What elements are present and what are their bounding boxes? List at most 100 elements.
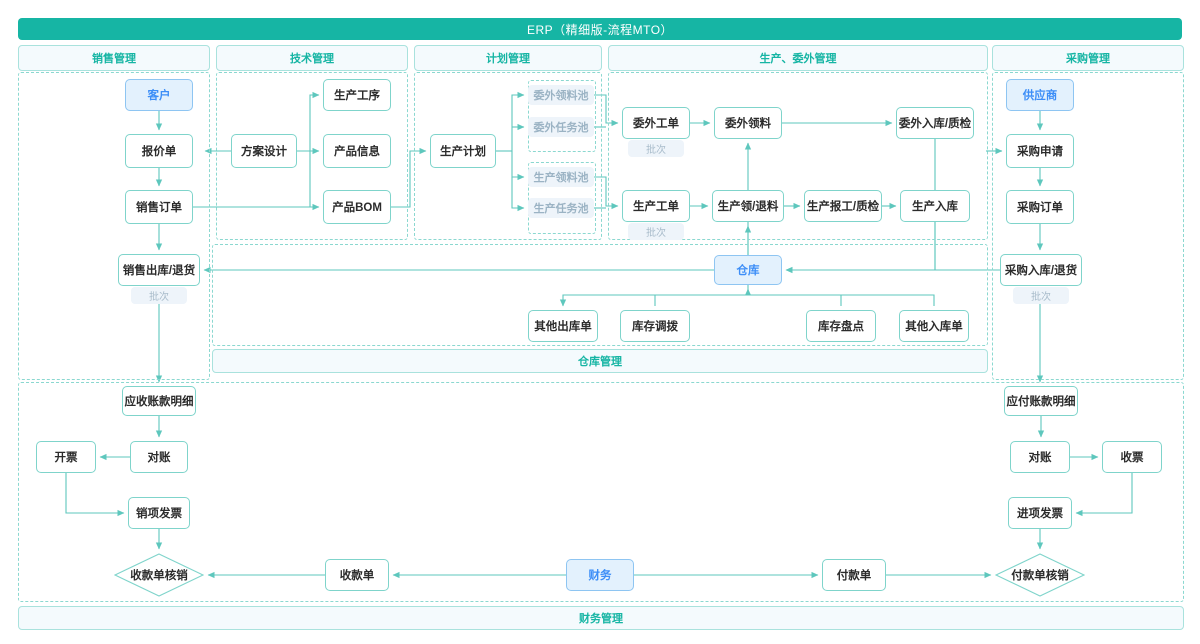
badge-label: 批次 xyxy=(646,145,666,156)
page-title: ERP（精细版-流程MTO） xyxy=(18,18,1182,40)
section-bar-label: 仓库管理 xyxy=(578,356,622,368)
node-stock-count[interactable]: 库存盘点 xyxy=(806,310,876,342)
node-production-inbound[interactable]: 生产入库 xyxy=(900,190,970,222)
diamond-shape xyxy=(114,553,204,597)
column-header-label: 采购管理 xyxy=(1066,53,1110,65)
node-label: 委外领料池 xyxy=(533,90,589,102)
node-label: 对账 xyxy=(1028,452,1052,464)
node-label: 库存盘点 xyxy=(818,321,864,333)
node-payment-writeoff[interactable]: 付款单核销 xyxy=(995,553,1085,597)
column-header-2[interactable]: 计划管理 xyxy=(414,45,602,71)
batch-badge-purchase: 批次 xyxy=(1013,287,1069,304)
node-outsource-workorder[interactable]: 委外工单 xyxy=(622,107,690,139)
node-receipt-note[interactable]: 收款单 xyxy=(325,559,389,591)
node-label: 付款单 xyxy=(836,570,872,582)
batch-badge-prod: 批次 xyxy=(628,223,684,240)
node-label: 生产任务池 xyxy=(533,203,589,215)
node-label: 采购订单 xyxy=(1017,202,1063,214)
node-product-bom[interactable]: 产品BOM xyxy=(323,190,391,224)
node-supplier[interactable]: 供应商 xyxy=(1006,79,1074,111)
node-purchase-order[interactable]: 采购订单 xyxy=(1006,190,1074,224)
column-header-0[interactable]: 销售管理 xyxy=(18,45,210,71)
node-quotation[interactable]: 报价单 xyxy=(125,134,193,168)
node-purchase-request[interactable]: 采购申请 xyxy=(1006,134,1074,168)
node-warehouse[interactable]: 仓库 xyxy=(714,255,782,285)
finance-zone xyxy=(18,382,1184,602)
column-header-3[interactable]: 生产、委外管理 xyxy=(608,45,988,71)
page-title-text: ERP（精细版-流程MTO） xyxy=(526,22,674,37)
node-label: 委外入库/质检 xyxy=(898,118,972,130)
column-header-label: 销售管理 xyxy=(92,53,136,65)
node-production-plan[interactable]: 生产计划 xyxy=(430,134,496,168)
node-other-inbound[interactable]: 其他入库单 xyxy=(899,310,969,342)
node-input-invoice[interactable]: 进项发票 xyxy=(1008,497,1072,529)
node-pool-prod-task[interactable]: 生产任务池 xyxy=(528,198,594,218)
purchase-zone xyxy=(992,72,1184,380)
node-label: 委外任务池 xyxy=(533,122,589,134)
node-label: 供应商 xyxy=(1022,90,1058,102)
section-bar-warehouse[interactable]: 仓库管理 xyxy=(212,349,988,373)
node-invoicing[interactable]: 开票 xyxy=(36,441,96,473)
node-label: 开票 xyxy=(54,452,78,464)
node-other-outbound[interactable]: 其他出库单 xyxy=(528,310,598,342)
node-payable-detail[interactable]: 应付账款明细 xyxy=(1004,386,1078,416)
node-label: 其他出库单 xyxy=(534,321,592,333)
column-header-label: 生产、委外管理 xyxy=(759,53,837,65)
node-label: 对账 xyxy=(147,452,171,464)
node-receive-invoice[interactable]: 收票 xyxy=(1102,441,1162,473)
batch-badge-sales: 批次 xyxy=(131,287,187,304)
node-production-picking[interactable]: 生产领/退料 xyxy=(712,190,784,222)
plan-sub-top xyxy=(528,80,596,152)
column-header-4[interactable]: 采购管理 xyxy=(992,45,1184,71)
column-header-1[interactable]: 技术管理 xyxy=(216,45,408,71)
node-label: 采购申请 xyxy=(1017,146,1063,158)
node-label: 进项发票 xyxy=(1017,508,1063,520)
node-label: 其他入库单 xyxy=(905,321,963,333)
node-sales-outbound[interactable]: 销售出库/退货 xyxy=(118,254,200,286)
tech-zone xyxy=(216,72,408,240)
node-stock-transfer[interactable]: 库存调拨 xyxy=(620,310,690,342)
node-label: 生产入库 xyxy=(912,201,958,213)
node-pool-prod-material[interactable]: 生产领料池 xyxy=(528,167,594,187)
node-customer[interactable]: 客户 xyxy=(125,79,193,111)
diamond-label: 收款单核销 xyxy=(130,570,188,582)
node-reconcile-ar[interactable]: 对账 xyxy=(130,441,188,473)
node-label: 财务 xyxy=(588,570,612,582)
node-label: 委外工单 xyxy=(633,118,679,130)
prod-zone xyxy=(608,72,988,240)
node-product-info[interactable]: 产品信息 xyxy=(323,134,391,168)
section-bar-finance[interactable]: 财务管理 xyxy=(18,606,1184,630)
diamond-shape xyxy=(995,553,1085,597)
node-label: 客户 xyxy=(147,90,171,102)
node-label: 库存调拨 xyxy=(632,321,678,333)
node-purchase-inbound[interactable]: 采购入库/退货 xyxy=(1000,254,1082,286)
warehouse-zone xyxy=(212,244,988,346)
node-label: 生产工单 xyxy=(633,201,679,213)
node-finance-hub[interactable]: 财务 xyxy=(566,559,634,591)
node-payment-note[interactable]: 付款单 xyxy=(822,559,886,591)
node-label: 报价单 xyxy=(141,146,177,158)
node-pool-out-task[interactable]: 委外任务池 xyxy=(528,117,594,137)
node-label: 采购入库/退货 xyxy=(1004,265,1078,277)
node-reconcile-ap[interactable]: 对账 xyxy=(1010,441,1070,473)
plan-zone xyxy=(414,72,602,240)
node-receivable-detail[interactable]: 应收账款明细 xyxy=(122,386,196,416)
node-production-workorder[interactable]: 生产工单 xyxy=(622,190,690,222)
diamond-label: 付款单核销 xyxy=(1011,570,1069,582)
node-pool-out-material[interactable]: 委外领料池 xyxy=(528,85,594,105)
node-sales-order[interactable]: 销售订单 xyxy=(125,190,193,224)
badge-label: 批次 xyxy=(1031,292,1051,303)
node-output-invoice[interactable]: 销项发票 xyxy=(128,497,190,529)
node-production-process[interactable]: 生产工序 xyxy=(323,79,391,111)
node-label: 应收账款明细 xyxy=(124,396,194,408)
node-production-report[interactable]: 生产报工/质检 xyxy=(804,190,882,222)
node-scheme-design[interactable]: 方案设计 xyxy=(231,134,297,168)
node-receipt-writeoff[interactable]: 收款单核销 xyxy=(114,553,204,597)
node-outsource-picking[interactable]: 委外领料 xyxy=(714,107,782,139)
node-outsource-inbound[interactable]: 委外入库/质检 xyxy=(896,107,974,139)
sales-zone xyxy=(18,72,210,380)
node-label: 收票 xyxy=(1120,452,1144,464)
node-label: 销售出库/退货 xyxy=(122,265,196,277)
badge-label: 批次 xyxy=(149,292,169,303)
node-label: 产品信息 xyxy=(334,146,380,158)
